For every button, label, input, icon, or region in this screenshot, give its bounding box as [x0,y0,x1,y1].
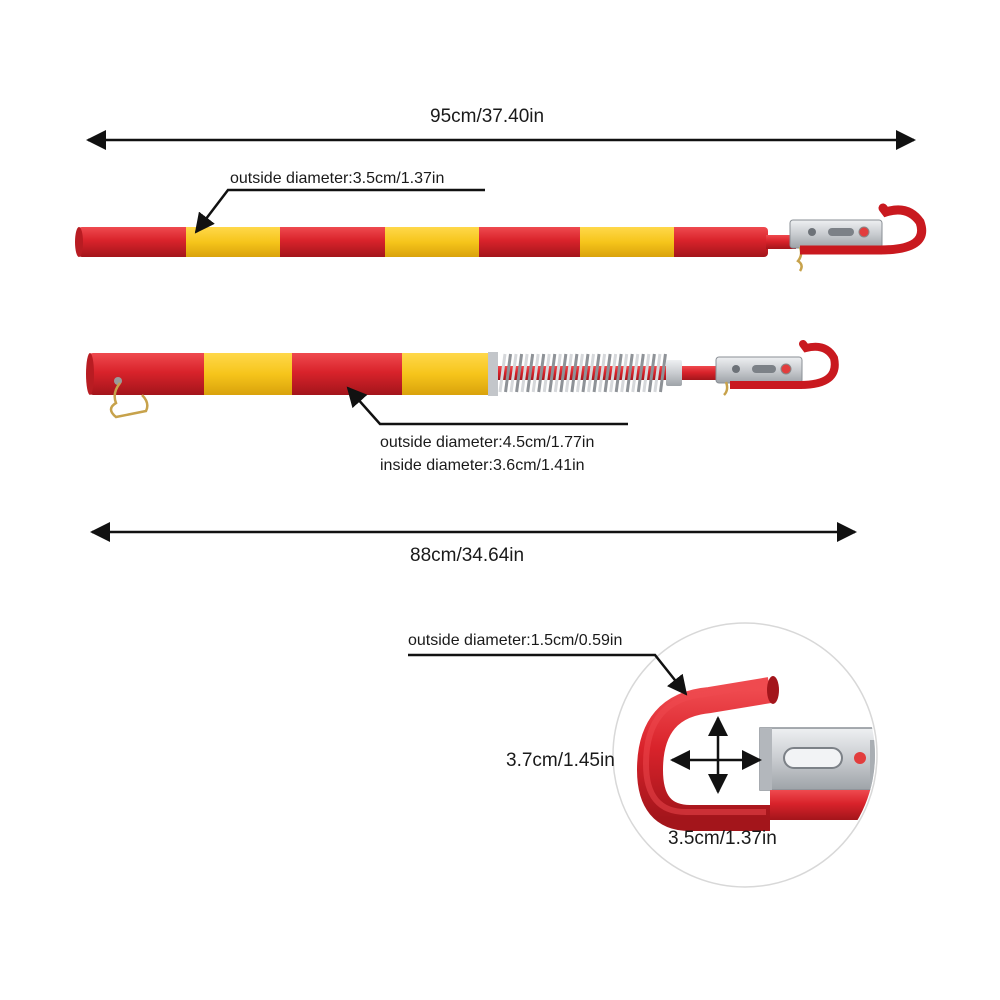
hook-pointer [408,653,688,696]
long-rod-diameter-label: outside diameter:3.5cm/1.37in [230,170,445,187]
hook-diameter-label: outside diameter:1.5cm/0.59in [408,632,623,649]
hook-height-label: 3.7cm/1.45in [506,750,615,771]
long-rod-length-label: 95cm/37.40in [430,106,545,127]
sleeve-pointer [346,386,628,426]
long-rod [75,203,926,272]
long-rod-pointer [194,188,485,234]
spring [498,353,667,393]
short-rod [86,340,839,419]
sleeve-outside-diameter-label: outside diameter:4.5cm/1.77in [380,434,595,451]
short-rod-length-label: 88cm/34.64in [410,545,525,566]
hook-width-label: 3.5cm/1.37in [668,828,777,849]
sleeve-inside-diameter-label: inside diameter:3.6cm/1.41in [380,457,585,474]
